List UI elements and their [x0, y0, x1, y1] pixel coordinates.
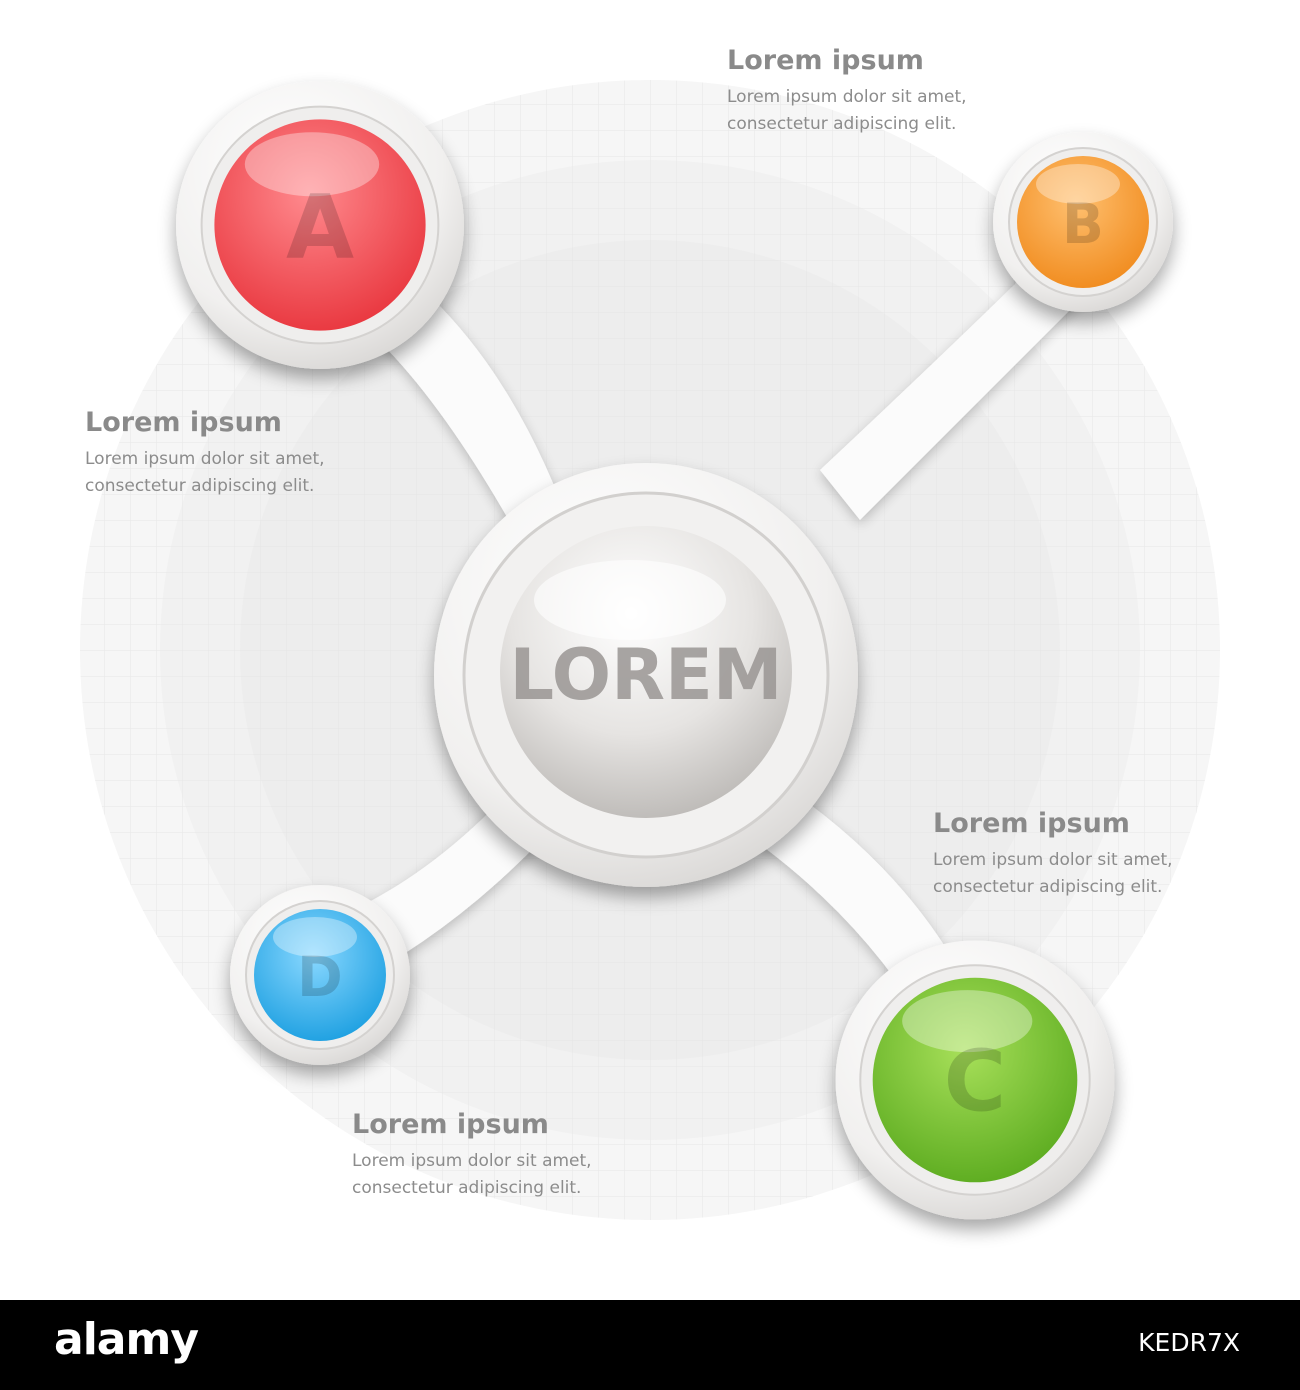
text-body: Lorem ipsum dolor sit amet, consectetur … [933, 847, 1173, 901]
node-ball [214, 119, 426, 331]
text-line: Lorem ipsum dolor sit amet, [85, 449, 325, 469]
node-letter: A [286, 176, 354, 279]
node-c: C [835, 940, 1115, 1220]
text-body: Lorem ipsum dolor sit amet, consectetur … [352, 1148, 592, 1202]
node-letter: C [944, 1033, 1006, 1132]
text-title: Lorem ipsum [352, 1109, 549, 1140]
text-block-bottom-left: Lorem ipsum Lorem ipsum dolor sit amet, … [352, 1108, 592, 1202]
node-ball [1017, 156, 1149, 288]
infographic-canvas: LOREM A B C D Lorem ipsum Lorem ipsum do… [80, 44, 1220, 1220]
center-label: LOREM [510, 634, 783, 716]
text-body: Lorem ipsum dolor sit amet, consectetur … [85, 446, 325, 500]
text-line: consectetur adipiscing elit. [933, 877, 1163, 897]
footer-bar: alamy KEDR7X [0, 1300, 1300, 1390]
text-line: consectetur adipiscing elit. [85, 476, 315, 496]
text-block-left: Lorem ipsum Lorem ipsum dolor sit amet, … [85, 406, 325, 500]
node-ball [872, 977, 1078, 1183]
text-line: Lorem ipsum dolor sit amet, [933, 850, 1173, 870]
node-highlight [273, 917, 357, 957]
node-letter: D [297, 945, 343, 1009]
text-title: Lorem ipsum [85, 407, 282, 438]
node-highlight [1036, 164, 1120, 204]
node-d: D [230, 885, 410, 1065]
text-block-top-right: Lorem ipsum Lorem ipsum dolor sit amet, … [727, 44, 967, 138]
image-id: KEDR7X [1138, 1328, 1240, 1357]
node-ball [254, 909, 386, 1041]
node-a: A [176, 81, 464, 369]
text-block-right: Lorem ipsum Lorem ipsum dolor sit amet, … [933, 807, 1173, 901]
text-line: Lorem ipsum dolor sit amet, [352, 1151, 592, 1171]
text-line: Lorem ipsum dolor sit amet, [727, 87, 967, 107]
alamy-logo: alamy [54, 1314, 199, 1365]
text-title: Lorem ipsum [727, 45, 924, 76]
center-node: LOREM [434, 463, 858, 887]
node-highlight [244, 132, 380, 197]
node-letter: B [1062, 192, 1104, 256]
node-highlight [902, 990, 1033, 1053]
text-body: Lorem ipsum dolor sit amet, consectetur … [727, 84, 967, 138]
node-b: B [993, 132, 1173, 312]
diagram-graphic: LOREM A B C D [80, 80, 1220, 1220]
text-line: consectetur adipiscing elit. [727, 114, 957, 134]
text-title: Lorem ipsum [933, 808, 1130, 839]
text-line: consectetur adipiscing elit. [352, 1178, 582, 1198]
